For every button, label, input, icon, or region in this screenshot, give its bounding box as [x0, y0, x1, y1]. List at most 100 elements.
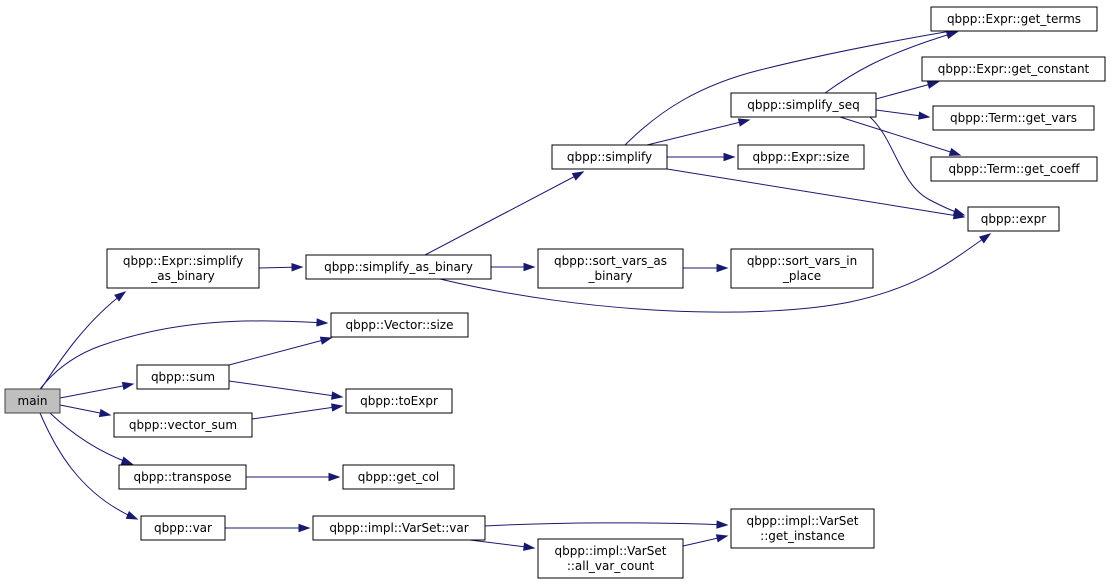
edge-varset_all_var_count-to-varset_get_instance	[682, 534, 729, 547]
node-box	[930, 156, 1098, 182]
node-label: _binary	[588, 269, 633, 283]
node-toexpr[interactable]: qbpp::toExpr	[345, 388, 453, 414]
edge-simplify_as_binary-to-expr	[439, 233, 992, 313]
edge-line	[424, 171, 584, 256]
node-box	[4, 388, 61, 414]
edge-simplify_seq-to-expr_get_constant	[875, 80, 940, 100]
node-label: qbpp::impl::VarSet	[555, 544, 667, 558]
node-var[interactable]: qbpp::var	[140, 515, 226, 541]
arrow-head-icon	[331, 403, 344, 412]
node-label: qbpp::get_col	[358, 470, 440, 484]
edge-main-to-sum	[59, 381, 135, 399]
arrow-head-icon	[523, 542, 536, 551]
node-label: qbpp::sort_vars_as	[554, 254, 667, 268]
node-vector-size[interactable]: qbpp::Vector::size	[330, 312, 469, 338]
node-main[interactable]: main	[4, 388, 61, 414]
edge-main-to-vector_sum	[59, 404, 112, 418]
arrow-head-icon	[945, 30, 959, 40]
node-expr-size[interactable]: qbpp::Expr::size	[737, 144, 865, 170]
edge-line	[824, 31, 958, 94]
edge-simplify-to-simplify_seq	[646, 118, 751, 146]
node-varset-get-instance[interactable]: qbpp::impl::VarSet::get_instance	[730, 508, 875, 549]
edge-main-to-simplify_as_binary_expr	[40, 291, 127, 390]
node-label: qbpp::Term::get_vars	[950, 111, 1077, 125]
arrow-head-icon	[316, 318, 329, 327]
edge-varset_var-to-varset_all_var_count	[469, 539, 536, 551]
node-box	[551, 144, 668, 170]
edge-varset_var-to-varset_get_instance	[484, 520, 729, 529]
node-vector-sum[interactable]: qbpp::vector_sum	[113, 412, 253, 438]
node-box	[537, 248, 684, 289]
call-edges	[39, 27, 992, 551]
edge-line	[469, 539, 535, 549]
node-box	[730, 248, 874, 289]
node-box	[113, 412, 253, 438]
node-box	[140, 515, 226, 541]
node-box	[930, 6, 1098, 32]
node-sum[interactable]: qbpp::sum	[136, 364, 230, 390]
node-expr-get-terms[interactable]: qbpp::Expr::get_terms	[930, 6, 1098, 32]
edge-var-to-varset_var	[225, 523, 311, 533]
node-simplify[interactable]: qbpp::simplify	[551, 144, 668, 170]
node-label: ::get_instance	[760, 529, 845, 543]
node-box	[737, 144, 865, 170]
node-box	[345, 388, 453, 414]
node-get-col[interactable]: qbpp::get_col	[342, 464, 455, 490]
edge-line	[251, 405, 343, 420]
node-box	[537, 538, 684, 579]
edge-main-to-var	[39, 412, 139, 520]
edge-main-to-vector_size	[39, 318, 329, 390]
function-nodes: mainqbpp::Expr::simplify_as_binaryqbpp::…	[4, 6, 1106, 579]
node-label: _as_binary	[150, 269, 215, 283]
edge-sort_vars_as_binary-to-sort_vars_in_place	[683, 263, 729, 273]
node-sort-vars-as-binary[interactable]: qbpp::sort_vars_as_binary	[537, 248, 684, 289]
node-varset-var[interactable]: qbpp::impl::VarSet::var	[312, 515, 486, 541]
node-label: qbpp::var	[154, 521, 212, 535]
edge-line	[875, 81, 939, 100]
node-sort-vars-in-place[interactable]: qbpp::sort_vars_in_place	[730, 248, 874, 289]
node-label: ::all_var_count	[567, 559, 655, 573]
node-transpose[interactable]: qbpp::transpose	[118, 464, 247, 490]
node-label: qbpp::Term::get_coeff	[948, 162, 1080, 176]
node-simplify-seq[interactable]: qbpp::simplify_seq	[730, 92, 877, 118]
node-term-get-coeff[interactable]: qbpp::Term::get_coeff	[930, 156, 1098, 182]
edge-line	[39, 412, 138, 520]
node-box	[305, 254, 492, 280]
node-label: _place	[782, 269, 821, 283]
node-label: qbpp::Expr::size	[753, 150, 850, 164]
edge-line	[228, 337, 332, 366]
node-box	[136, 364, 230, 390]
node-box	[330, 312, 469, 338]
arrow-head-icon	[715, 534, 729, 543]
node-label: qbpp::transpose	[134, 470, 232, 484]
arrow-head-icon	[978, 233, 992, 244]
edge-simplify_as_binary-to-simplify	[424, 171, 585, 256]
node-expr-get-constant[interactable]: qbpp::Expr::get_constant	[921, 56, 1106, 82]
node-label: main	[18, 394, 48, 408]
node-simplify-as-binary[interactable]: qbpp::simplify_as_binary	[305, 254, 492, 280]
node-label: qbpp::impl::VarSet::var	[329, 521, 468, 535]
node-varset-all-var-count[interactable]: qbpp::impl::VarSet::all_var_count	[537, 538, 684, 579]
node-expr[interactable]: qbpp::expr	[967, 206, 1060, 232]
node-label: qbpp::Expr::get_terms	[947, 12, 1081, 26]
node-label: qbpp::simplify_as_binary	[324, 260, 473, 274]
arrow-head-icon	[319, 336, 333, 345]
arrow-head-icon	[121, 381, 135, 391]
node-label: qbpp::toExpr	[360, 394, 438, 408]
edge-simplify_as_binary-to-sort_vars_as_binary	[491, 262, 536, 272]
node-box	[932, 105, 1095, 131]
arrow-head-icon	[716, 263, 729, 273]
node-label: qbpp::simplify_seq	[747, 98, 859, 112]
edge-line	[646, 119, 750, 146]
edge-line	[40, 291, 126, 390]
node-box	[921, 56, 1106, 82]
arrow-head-icon	[571, 171, 585, 181]
arrow-head-icon	[291, 263, 304, 272]
node-term-get-vars[interactable]: qbpp::Term::get_vars	[932, 105, 1095, 131]
edge-line	[666, 168, 965, 218]
node-simplify-as-binary-expr[interactable]: qbpp::Expr::simplify_as_binary	[106, 248, 260, 289]
edge-line	[49, 412, 133, 465]
edge-simplify_seq-to-expr	[869, 116, 966, 216]
arrow-head-icon	[328, 472, 341, 482]
